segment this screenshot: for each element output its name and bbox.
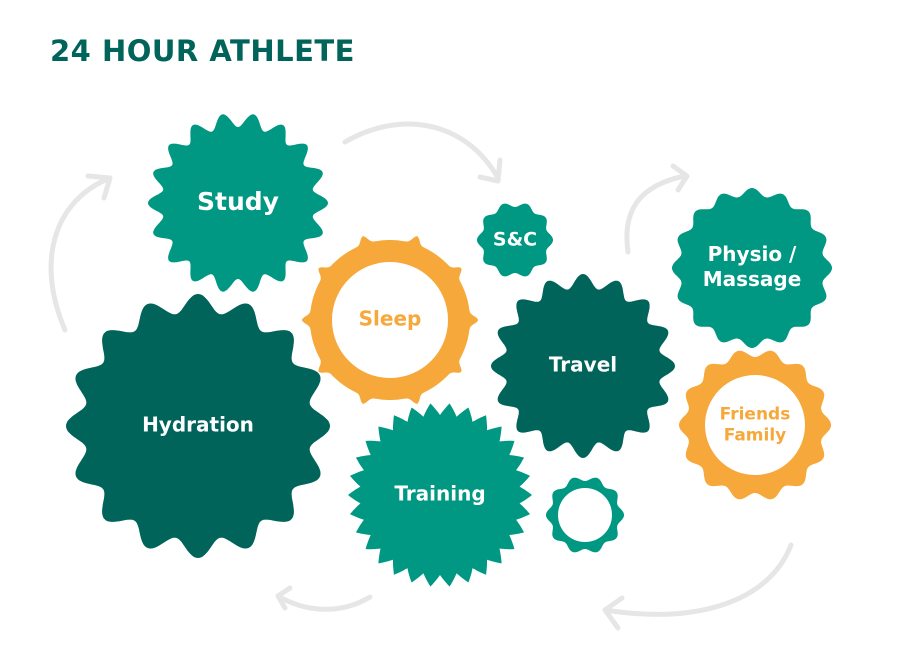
gear-label: Family: [724, 426, 787, 446]
gear-study-shape: [148, 114, 328, 292]
gear-sc-shape: [477, 203, 553, 277]
gear-training: Training: [348, 403, 532, 587]
cycle-arrow-top: [342, 121, 503, 184]
cycle-arrow-right: [624, 163, 690, 255]
gear-label: Study: [197, 187, 279, 216]
gear-hydration: Hydration: [66, 294, 330, 558]
gear-training-shape: [348, 403, 532, 587]
gear-label: Travel: [549, 353, 617, 377]
gear-label: Training: [394, 482, 485, 506]
gear-physio: Physio /Massage: [672, 188, 832, 348]
page-title: 24 HOUR ATHLETE: [50, 34, 355, 68]
gear-label: Friends: [720, 404, 791, 424]
gear-label: Hydration: [142, 413, 254, 437]
gear-sleep-shape: [302, 236, 478, 404]
gear-label: Physio /: [708, 242, 797, 266]
gear-friends-shape: [679, 350, 831, 500]
cycle-arrow-bottom-right: [602, 542, 794, 631]
gear-label: Massage: [703, 267, 802, 291]
cycle-arrow-left: [48, 173, 113, 333]
gear-travel-shape: [491, 274, 675, 458]
gear-physio-shape: [672, 188, 832, 348]
gear-travel: Travel: [491, 274, 675, 458]
gear-sc: S&C: [477, 203, 553, 277]
gear-label: S&C: [493, 229, 537, 251]
gear-study: Study: [148, 114, 328, 292]
cycle-arrow-bottom-left: [275, 585, 373, 612]
gear-label: Sleep: [359, 307, 422, 331]
gear-small-ring-shape: [546, 477, 624, 553]
gear-hydration-shape: [66, 294, 330, 558]
gear-sleep: Sleep: [302, 236, 478, 404]
gear-small-ring: [546, 477, 624, 553]
